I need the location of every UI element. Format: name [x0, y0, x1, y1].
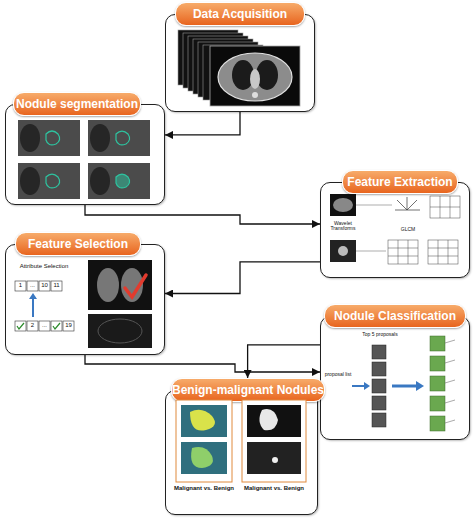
box-heading: Feature Selection [15, 232, 141, 256]
illustration-label: 2 [27, 322, 38, 328]
illustration-label: ... [39, 322, 50, 328]
flow-arrow [85, 205, 320, 224]
process-box: Data Acquisition [165, 2, 315, 112]
box-heading: Feature Extraction [342, 170, 458, 194]
illustration-label: proposal list [322, 372, 354, 377]
illustration-label: Wavelet Transforms [322, 221, 364, 232]
flow-arrow [165, 112, 240, 135]
illustration-label: GLCM [392, 227, 424, 232]
box-outline [5, 244, 165, 355]
process-box: Benign-malignant Nodules [165, 378, 318, 515]
box-outline [165, 390, 318, 515]
illustration-label: 10 [39, 282, 50, 288]
illustration-label: Malignant vs. Benign [172, 485, 236, 491]
illustration-label: ... [27, 282, 38, 288]
flow-arrow [85, 355, 320, 372]
box-heading: Nodule Classification [324, 304, 466, 328]
box-heading: Benign-malignant Nodules [171, 378, 325, 402]
illustration-label: 11 [51, 282, 62, 288]
illustration-label: 19 [63, 322, 74, 328]
box-heading: Data Acquisition [175, 2, 305, 26]
process-box: Feature Selection [5, 232, 165, 355]
illustration-label: Top 5 proposals [355, 332, 405, 337]
box-heading: Nodule segmentation [13, 92, 141, 116]
flow-arrow [165, 262, 320, 294]
box-outline [165, 14, 315, 112]
box-outline [5, 104, 165, 205]
flow-arrow [248, 345, 320, 378]
illustration-label: Attribute Selection [12, 263, 76, 269]
process-box: Nodule segmentation [5, 92, 165, 205]
illustration-label: 1 [15, 282, 26, 288]
illustration-label: Malignant vs. Benign [242, 485, 306, 491]
